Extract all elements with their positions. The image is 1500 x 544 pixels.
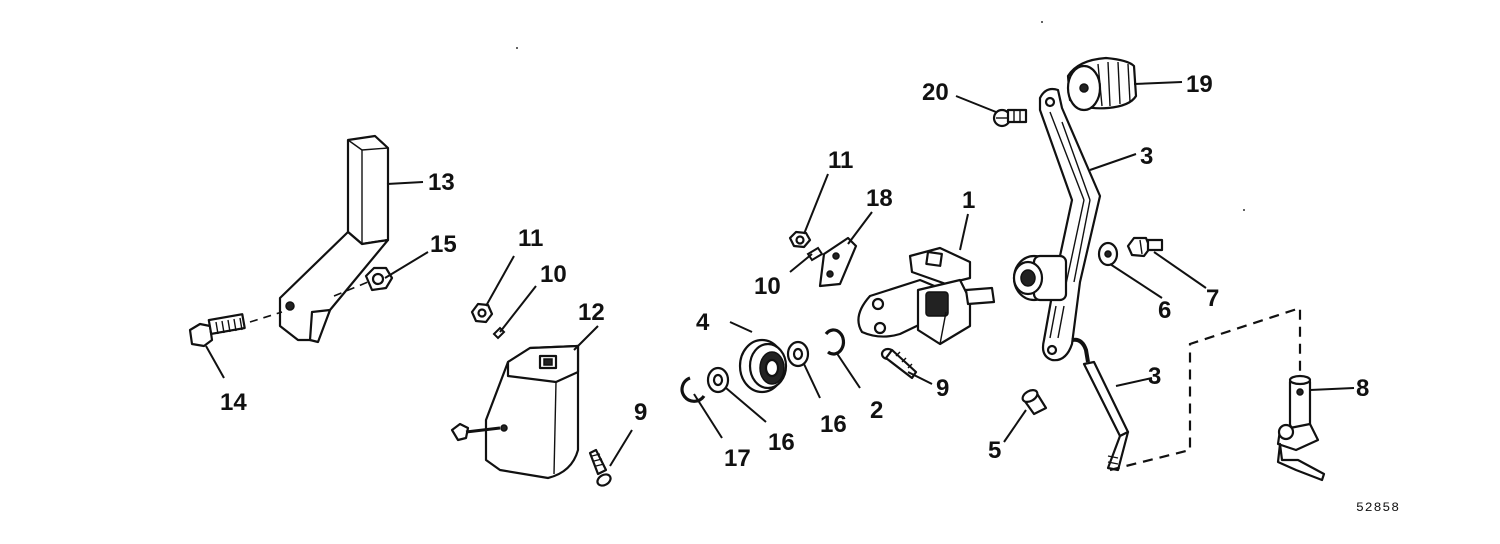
part-5-bushing — [1021, 389, 1048, 416]
part-11-nut-left — [470, 302, 494, 324]
part-16-washer-right — [786, 340, 810, 368]
part-10-clip-left — [492, 326, 506, 340]
part-12-cover — [450, 344, 580, 480]
callout-9-left: 9 — [634, 399, 647, 426]
part-11-nut-center — [788, 230, 812, 249]
callout-20: 20 — [922, 79, 949, 106]
speck — [1243, 209, 1245, 211]
callout-6: 6 — [1158, 297, 1171, 324]
callout-labels: 13 15 14 11 10 12 9 17 16 4 16 2 11 10 1… — [220, 71, 1369, 472]
callout-10-center: 10 — [754, 273, 781, 300]
callout-18: 18 — [866, 185, 893, 212]
callout-10-left: 10 — [540, 261, 567, 288]
part-10-clip-center — [806, 246, 824, 262]
callout-16-left: 16 — [768, 429, 795, 456]
part-8-fitting — [1276, 374, 1326, 482]
callout-9-center: 9 — [936, 375, 949, 402]
part-6-washer — [1097, 241, 1119, 267]
callout-4: 4 — [696, 309, 710, 336]
callout-2: 2 — [870, 397, 883, 424]
callout-12: 12 — [578, 299, 605, 326]
callout-17: 17 — [724, 445, 751, 472]
callout-11-center: 11 — [828, 147, 853, 174]
part-15-nut — [364, 266, 394, 292]
figure-number: 52858 — [1356, 500, 1401, 515]
part-17-e-ring — [680, 376, 706, 403]
part-20-screw — [992, 108, 1028, 128]
speck — [1041, 21, 1043, 23]
part-9-screw-left — [588, 448, 612, 487]
callout-14: 14 — [220, 389, 247, 416]
part-7-bolt — [1126, 236, 1164, 258]
leader-lines — [205, 81, 1355, 467]
part-3-shift-lever — [1012, 87, 1102, 362]
callout-8: 8 — [1356, 375, 1369, 402]
linkage-path-dashed — [1109, 306, 1302, 472]
callout-1: 1 — [962, 187, 975, 214]
part-16-washer-left — [706, 366, 730, 394]
callout-16-right: 16 — [820, 411, 847, 438]
part-14-bolt — [188, 281, 369, 348]
callout-5: 5 — [988, 437, 1001, 464]
part-13-bracket — [278, 134, 390, 344]
part-19-knob — [1066, 56, 1138, 112]
speck — [516, 47, 518, 49]
callout-11-left: 11 — [518, 225, 543, 252]
part-9-screw-center — [880, 347, 918, 380]
callout-7: 7 — [1206, 285, 1219, 312]
part-1-mounting-bracket — [857, 246, 996, 346]
callout-19: 19 — [1186, 71, 1213, 98]
callout-3-bottom: 3 — [1148, 363, 1161, 390]
part-3-link-rod — [1071, 337, 1130, 472]
callout-15: 15 — [430, 231, 457, 258]
callout-13: 13 — [428, 169, 455, 196]
callout-3-top: 3 — [1140, 143, 1153, 170]
part-2-retaining-ring — [824, 328, 846, 356]
part-18-plate — [818, 236, 858, 288]
part-4-pulley — [738, 338, 788, 394]
